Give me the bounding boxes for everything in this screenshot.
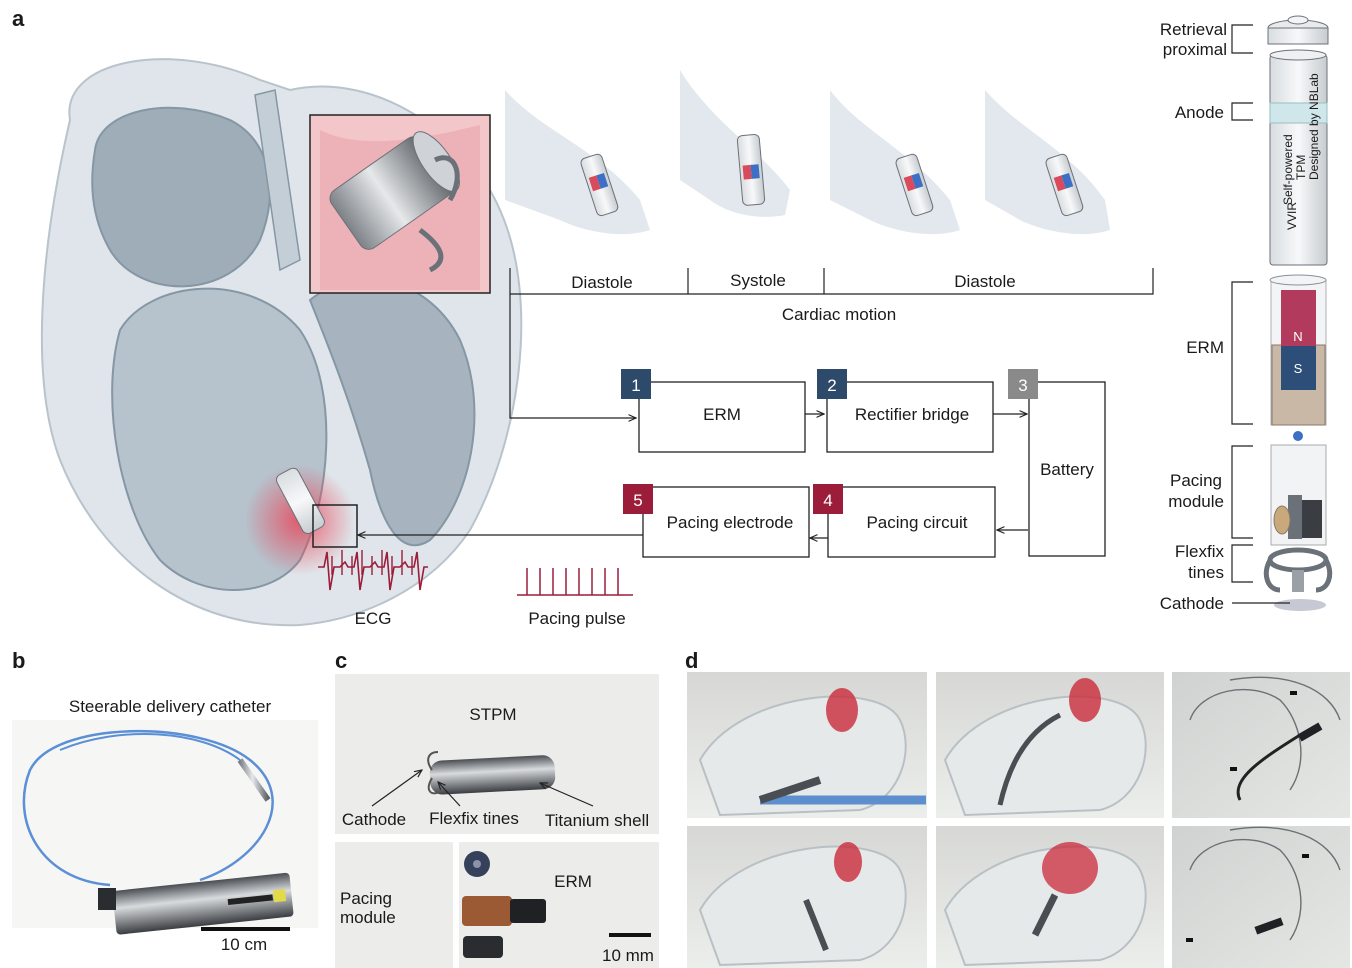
motion-frame-2	[680, 70, 790, 217]
stpm-flexfix-label: Flexfix tines	[429, 809, 519, 828]
cardiac-motion-label: Cardiac motion	[782, 305, 896, 324]
pacing-pulse-trace	[517, 568, 633, 595]
stpm-title: STPM	[469, 705, 516, 724]
badge-4-num: 4	[823, 491, 832, 510]
pacing-pulse-label: Pacing pulse	[528, 609, 625, 628]
motion-frame-1	[505, 90, 650, 234]
block-battery-label: Battery	[1040, 460, 1094, 479]
panel-letter-b: b	[12, 648, 25, 673]
stpm-cathode-label: Cathode	[342, 810, 406, 829]
badge-3-num: 3	[1018, 376, 1027, 395]
label-flexfix-1: Flexfix	[1175, 542, 1225, 561]
panel-letter-c: c	[335, 648, 347, 673]
label-anode: Anode	[1175, 103, 1224, 122]
badge-5-num: 5	[633, 491, 642, 510]
badge-2-num: 2	[827, 376, 836, 395]
device-tpm: TPM	[1294, 155, 1308, 180]
label-pacing-2: module	[1168, 492, 1224, 511]
ecg-label: ECG	[355, 609, 392, 628]
pacing-module-label-2: module	[340, 908, 396, 927]
stpm-shell-label: Titanium shell	[545, 811, 649, 830]
badge-1-num: 1	[631, 376, 640, 395]
erm-photo-label: ERM	[554, 872, 592, 891]
label-erm: ERM	[1186, 338, 1224, 357]
block-erm-label: ERM	[703, 405, 741, 424]
label-flexfix-2: tines	[1188, 563, 1224, 582]
catheter-title: Steerable delivery catheter	[69, 697, 272, 716]
phantom-photos	[687, 672, 1350, 968]
label-cathode: Cathode	[1160, 594, 1224, 613]
phase-diastole-1: Diastole	[571, 273, 632, 292]
cardiac-motion-frames	[505, 70, 1110, 234]
device-self-powered: Self-powered	[1281, 134, 1295, 205]
block-pacing-electrode-label: Pacing electrode	[667, 513, 794, 532]
block-pacing-circuit-label: Pacing circuit	[866, 513, 967, 532]
magnet-n: N	[1293, 329, 1302, 344]
scale-label-c: 10 mm	[602, 946, 654, 965]
magnet-s: S	[1294, 361, 1303, 376]
block-rectifier-label: Rectifier bridge	[855, 405, 969, 424]
panel-letter-d: d	[685, 648, 698, 673]
catheter-photo	[12, 720, 318, 935]
phase-systole: Systole	[730, 271, 786, 290]
motion-frame-4	[985, 90, 1110, 234]
device-designed: Designed by NBLab	[1307, 73, 1321, 180]
label-pacing-1: Pacing	[1170, 471, 1222, 490]
pacing-module-label-1: Pacing	[340, 889, 392, 908]
motion-frame-3	[830, 90, 960, 234]
phase-diastole-2: Diastole	[954, 272, 1015, 291]
panel-letter-a: a	[12, 6, 25, 31]
label-retrieval-1: Retrieval	[1160, 20, 1227, 39]
label-retrieval-2: proximal	[1163, 40, 1227, 59]
scale-label-b: 10 cm	[221, 935, 267, 954]
